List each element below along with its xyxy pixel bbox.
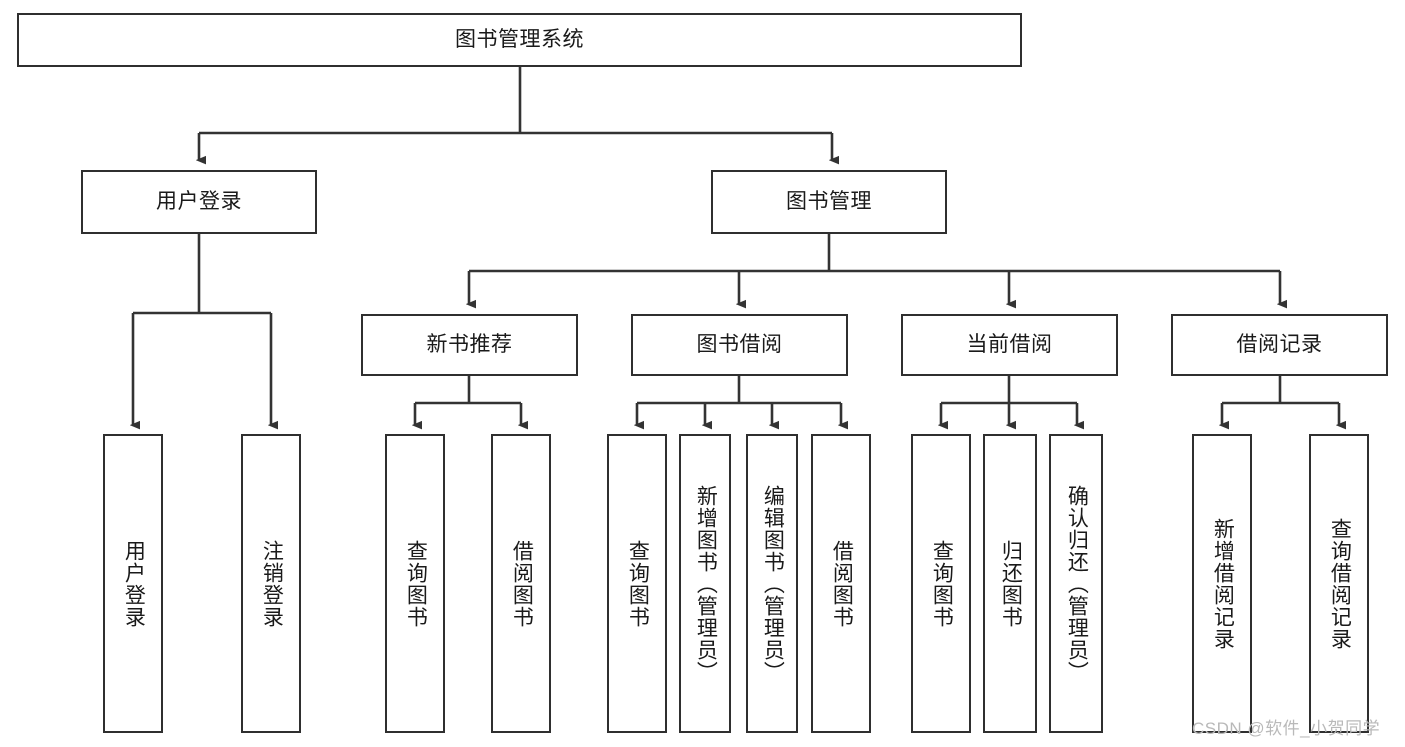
leaf-borrow-add-book-admin[interactable]: 新增图书（管理员） bbox=[679, 434, 731, 733]
node-label: 新增图书（管理员） bbox=[694, 484, 718, 683]
node-label: 确认归还（管理员） bbox=[1065, 484, 1089, 683]
node-label: 查询图书 bbox=[930, 539, 954, 628]
node-label: 借阅记录 bbox=[1236, 333, 1323, 357]
node-label: 查询图书 bbox=[404, 539, 428, 628]
node-new-book-recommend[interactable]: 新书推荐 bbox=[361, 314, 578, 376]
node-label: 新增借阅记录 bbox=[1211, 517, 1235, 650]
leaf-user-logout[interactable]: 注销登录 bbox=[241, 434, 301, 733]
node-label: 查询图书 bbox=[626, 539, 650, 628]
leaf-current-return-book[interactable]: 归还图书 bbox=[983, 434, 1037, 733]
node-label: 用户登录 bbox=[122, 539, 146, 628]
node-label: 查询借阅记录 bbox=[1328, 517, 1352, 650]
node-label: 图书管理系统 bbox=[455, 28, 584, 52]
node-current-borrow[interactable]: 当前借阅 bbox=[901, 314, 1118, 376]
node-book-borrow[interactable]: 图书借阅 bbox=[631, 314, 848, 376]
node-borrow-record[interactable]: 借阅记录 bbox=[1171, 314, 1388, 376]
leaf-borrow-query-book[interactable]: 查询图书 bbox=[607, 434, 667, 733]
node-label: 新书推荐 bbox=[426, 333, 513, 357]
leaf-recommend-borrow-book[interactable]: 借阅图书 bbox=[491, 434, 551, 733]
leaf-record-add-borrow-record[interactable]: 新增借阅记录 bbox=[1192, 434, 1252, 733]
node-label: 图书管理 bbox=[786, 190, 872, 214]
node-label: 注销登录 bbox=[260, 539, 284, 628]
node-label: 编辑图书（管理员） bbox=[761, 484, 785, 683]
node-label: 归还图书 bbox=[999, 539, 1023, 628]
leaf-borrow-borrow-book[interactable]: 借阅图书 bbox=[811, 434, 871, 733]
leaf-recommend-query-book[interactable]: 查询图书 bbox=[385, 434, 445, 733]
leaf-current-confirm-return-admin[interactable]: 确认归还（管理员） bbox=[1049, 434, 1103, 733]
node-book-management-system[interactable]: 图书管理系统 bbox=[17, 13, 1022, 67]
leaf-record-query-borrow-record[interactable]: 查询借阅记录 bbox=[1309, 434, 1369, 733]
leaf-borrow-edit-book-admin[interactable]: 编辑图书（管理员） bbox=[746, 434, 798, 733]
node-label: 借阅图书 bbox=[830, 539, 854, 628]
node-label: 图书借阅 bbox=[696, 333, 783, 357]
node-label: 当前借阅 bbox=[966, 333, 1053, 357]
leaf-user-login[interactable]: 用户登录 bbox=[103, 434, 163, 733]
node-user-login[interactable]: 用户登录 bbox=[81, 170, 317, 234]
leaf-current-query-book[interactable]: 查询图书 bbox=[911, 434, 971, 733]
node-label: 用户登录 bbox=[156, 190, 242, 214]
node-book-management[interactable]: 图书管理 bbox=[711, 170, 947, 234]
node-label: 借阅图书 bbox=[510, 539, 534, 628]
